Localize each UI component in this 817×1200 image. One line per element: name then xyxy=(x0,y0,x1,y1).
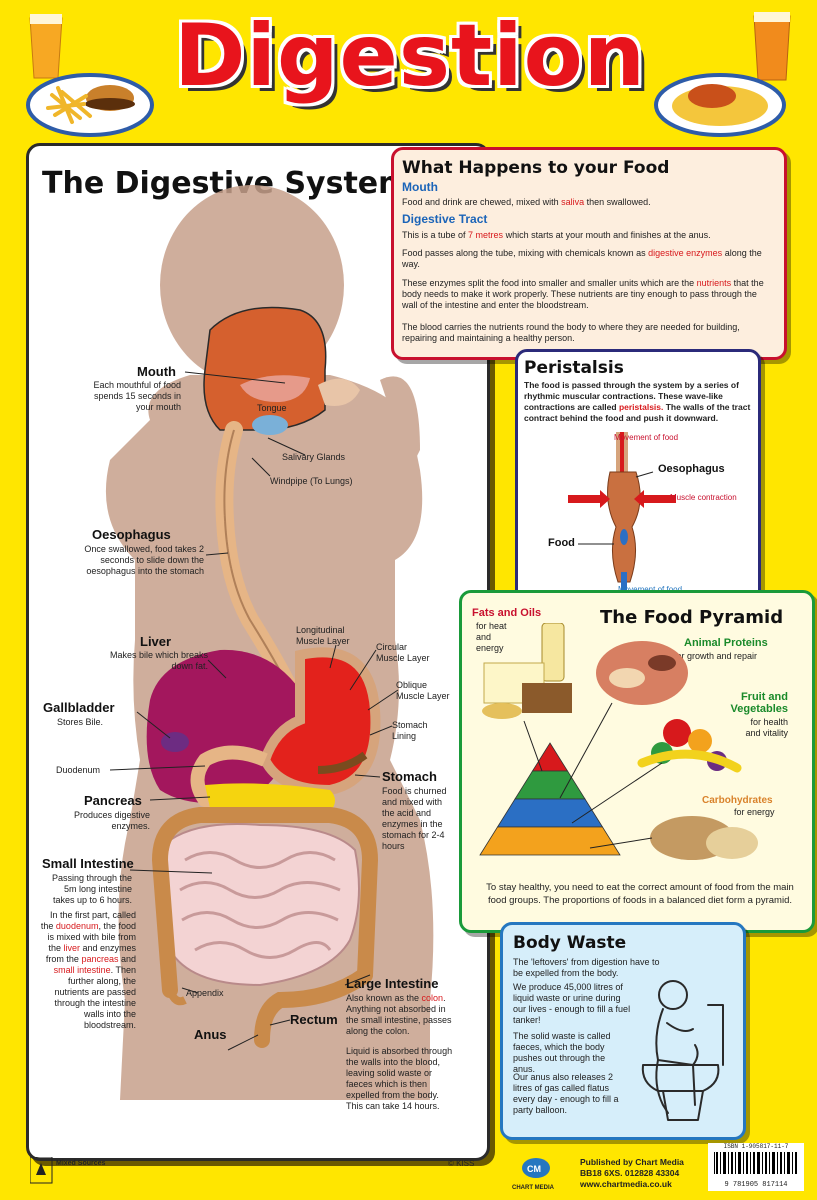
publisher-line3: www.chartmedia.co.uk xyxy=(580,1179,672,1189)
pyramid-fats-desc: for heat and energy xyxy=(476,621,507,653)
label-liver-desc: Makes bile which breaks down fat. xyxy=(109,650,208,671)
small-intestine-shape xyxy=(161,823,360,987)
label-windpipe: Windpipe (To Lungs) xyxy=(270,476,353,486)
food-pyramid-illustration xyxy=(479,623,758,860)
burger-fries-plate-icon xyxy=(26,73,154,137)
barcode-number: 9 781905 817114 xyxy=(724,1181,788,1189)
publisher-info: Published by Chart Media BB18 6XS. 01282… xyxy=(580,1157,684,1190)
label-small-intestine-desc2: In the first part, called the duodenum, … xyxy=(40,910,136,1030)
peristalsis-diagram xyxy=(568,432,676,594)
label-stomach: Stomach xyxy=(382,769,437,784)
label-appendix: Appendix xyxy=(186,988,224,998)
fats-oils-food-icon xyxy=(482,623,572,719)
pyramid-fruit-desc: for health and vitality xyxy=(745,717,788,738)
pyramid-layers xyxy=(479,742,621,856)
label-liver: Liver xyxy=(140,634,172,649)
peristalsis-heading: Peristalsis xyxy=(524,358,624,378)
animal-proteins-food-icon xyxy=(596,641,688,705)
body-waste-p2: We produce 45,000 litres of liquid waste… xyxy=(513,982,631,1025)
label-oblique-muscle: Oblique Muscle Layer xyxy=(396,680,450,701)
what-happens-heading: What Happens to your Food xyxy=(402,158,670,178)
body-waste-panel: Body Waste The 'leftovers' from digestio… xyxy=(500,922,746,1140)
publisher-line2: BB18 6XS. 012828 43304 xyxy=(580,1168,680,1178)
juice-glass-right-icon xyxy=(753,12,791,81)
peristalsis-food: Food xyxy=(548,537,575,549)
label-oesophagus-desc: Once swallowed, food takes 2 seconds to … xyxy=(84,544,204,576)
body-waste-p1: The 'leftovers' from digestion have to b… xyxy=(513,957,660,978)
barcode-bars xyxy=(714,1152,797,1174)
label-longitudinal-muscle: Longitudinal Muscle Layer xyxy=(296,625,350,646)
barcode: ISBN 1-905817-11-7 9 781905 817114 xyxy=(708,1143,804,1191)
label-mouth-desc: Each mouthful of food spends 15 seconds … xyxy=(93,380,181,412)
label-gallbladder: Gallbladder xyxy=(43,700,115,715)
body-waste-p4: Our anus also releases 2 litres of gas c… xyxy=(513,1072,619,1115)
body-waste-heading: Body Waste xyxy=(513,933,627,953)
peristalsis-panel: Peristalsis The food is passed through t… xyxy=(515,349,761,604)
what-happens-panel: What Happens to your Food Mouth Food and… xyxy=(391,147,787,360)
head-cross-section xyxy=(203,306,360,435)
food-plates-illustration xyxy=(26,12,791,137)
pyramid-layer xyxy=(479,826,621,856)
pyramid-carbs-desc: for energy xyxy=(734,807,775,817)
peristalsis-oesophagus: Oesophagus xyxy=(658,463,725,475)
what-happens-tract-heading: Digestive Tract xyxy=(402,212,488,226)
fsc-label: Mixed Sources xyxy=(56,1160,106,1167)
what-happens-p4: The blood carries the nutrients round th… xyxy=(402,322,740,343)
toilet-figure-illustration xyxy=(641,980,724,1121)
what-happens-p1: This is a tube of 7 metres which starts … xyxy=(402,230,711,240)
label-oesophagus: Oesophagus xyxy=(92,527,171,542)
label-pancreas: Pancreas xyxy=(84,793,142,808)
label-salivary-glands: Salivary Glands xyxy=(282,452,346,462)
food-pyramid-footer: To stay healthy, you need to eat the cor… xyxy=(486,882,794,906)
pyramid-proteins-label: Animal Proteins xyxy=(684,637,768,649)
pyramid-proteins-desc: for growth and repair xyxy=(674,651,758,661)
peristalsis-text: The food is passed through the system by… xyxy=(524,380,751,423)
label-small-intestine-desc1: Passing through the 5m long intestine ta… xyxy=(51,873,132,905)
fruit-vegetables-food-icon xyxy=(637,719,742,773)
pyramid-fruit-label: Fruit and Vegetables xyxy=(730,691,788,715)
food-pyramid-heading: The Food Pyramid xyxy=(600,607,784,628)
pyramid-layer xyxy=(531,742,569,772)
chart-media-logo-text: CHART MEDIA xyxy=(512,1185,554,1191)
page-title: Digestion xyxy=(174,6,646,106)
what-happens-p3: These enzymes split the food into smalle… xyxy=(402,278,764,310)
body-waste-p3: The solid waste is called faeces, which … xyxy=(513,1031,611,1074)
what-happens-mouth-heading: Mouth xyxy=(402,180,438,194)
rice-curry-plate-icon xyxy=(654,73,786,137)
label-large-intestine-desc2: Liquid is absorbed through the walls int… xyxy=(346,1046,453,1111)
label-mouth: Mouth xyxy=(137,364,176,379)
label-large-intestine-desc1: Also known as the colon. Anything not ab… xyxy=(346,993,452,1036)
food-pyramid-panel: The Food Pyramid Fats and Oils for heat … xyxy=(459,590,815,933)
label-tongue: Tongue xyxy=(257,403,287,413)
fsc-logo-icon xyxy=(30,1157,53,1184)
label-circular-muscle: Circular Muscle Layer xyxy=(376,642,430,663)
peristalsis-movement-top: Movement of food xyxy=(614,433,679,442)
label-stomach-desc: Food is churned and mixed with the acid … xyxy=(382,786,447,851)
chart-media-logo-icon: CM xyxy=(522,1158,550,1178)
pyramid-layer xyxy=(514,770,586,800)
pyramid-fats-label: Fats and Oils xyxy=(472,607,542,619)
peristalsis-movement-bottom: Movement of food xyxy=(618,584,682,595)
pyramid-carbs-label: Carbohydrates xyxy=(702,795,773,806)
what-happens-p2: Food passes along the tube, mixing with … xyxy=(402,248,762,269)
label-large-intestine: Large Intestine xyxy=(346,976,439,991)
copyright-text: © KISS xyxy=(448,1159,475,1168)
label-anus: Anus xyxy=(194,1027,227,1042)
peristalsis-muscle-contraction: Muscle contraction xyxy=(670,493,737,502)
label-rectum: Rectum xyxy=(290,1012,338,1027)
publisher-line1: Published by Chart Media xyxy=(580,1157,684,1167)
label-pancreas-desc: Produces digestive enzymes. xyxy=(73,810,150,831)
svg-text:CM: CM xyxy=(527,1164,541,1174)
label-gallbladder-desc: Stores Bile. xyxy=(57,717,104,727)
label-small-intestine: Small Intestine xyxy=(42,856,134,871)
what-happens-mouth-text: Food and drink are chewed, mixed with sa… xyxy=(402,197,651,207)
isbn-text: ISBN 1-905817-11-7 xyxy=(723,1143,789,1150)
carbohydrates-food-icon xyxy=(650,816,758,860)
label-stomach-lining: Stomach Lining xyxy=(392,720,428,741)
label-duodenum: Duodenum xyxy=(56,765,101,775)
